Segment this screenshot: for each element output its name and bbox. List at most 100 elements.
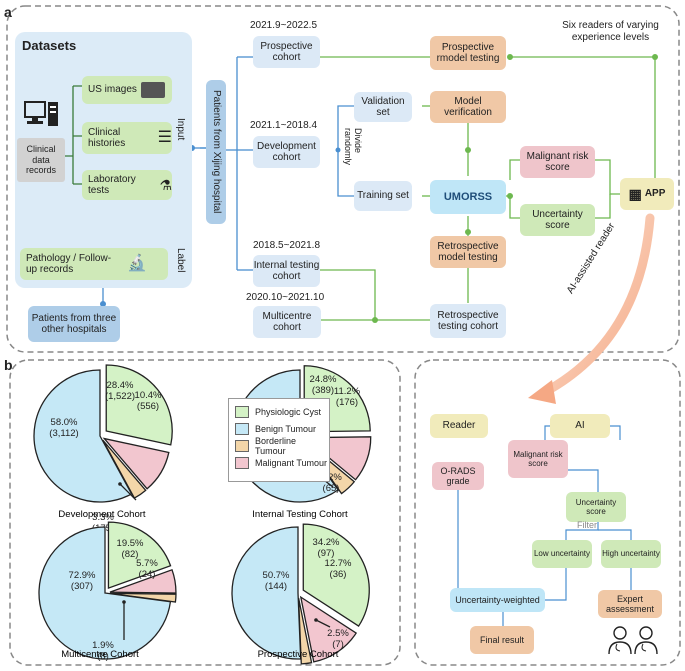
legend-label-malignant: Malignant Tumour — [255, 457, 328, 468]
pathology-box: Pathology / Follow-up records 🔬 — [20, 248, 168, 280]
legend: Physiologic Cyst Benign Tumour Borderlin… — [228, 398, 330, 482]
low-uncertainty-box: Low uncertainty — [532, 540, 592, 568]
pie-title: Multicentre Cohort — [61, 649, 139, 660]
pie-data-label: 1.9% — [92, 640, 114, 651]
datasets-title: Datasets — [22, 38, 77, 53]
pie-slice-benign — [33, 369, 133, 503]
pie-data-label: (97) — [318, 548, 335, 559]
pie-slice-physiologic — [302, 523, 370, 627]
borderline-pointer-head — [314, 618, 318, 622]
clinical-histories-label: Clinical histories — [88, 126, 126, 150]
label-label: Label — [175, 248, 186, 273]
pie-data-label: 5.7% — [136, 558, 158, 569]
us-images-box: US images — [82, 76, 172, 104]
pie-data-label: 58.0% — [51, 417, 78, 428]
test-tube-icon: ⚗ — [159, 176, 172, 193]
clinical-data-records: Clinical data records — [17, 138, 65, 182]
pie-data-label: (144) — [265, 581, 287, 592]
pie-data-label: (8) — [97, 651, 109, 662]
pie-data-label: (176) — [336, 397, 358, 408]
doctor-clipboard-icon: ☰ — [157, 128, 172, 146]
legend-item-borderline: Borderline Tumour — [229, 435, 329, 456]
retrospective-testing-box: Retrospective model testing — [430, 236, 506, 268]
borderline-pointer — [119, 483, 137, 501]
pie-slice-malignant — [299, 595, 358, 663]
pie-title: Prospective Cohort — [258, 649, 339, 660]
us-images-label: US images — [88, 84, 137, 96]
prospective-testing-box: Prospective rmodel testing — [430, 36, 506, 70]
pie-data-label: (307) — [71, 581, 93, 592]
multicentre-date: 2020.10~2021.10 — [246, 292, 325, 303]
input-label: Input — [175, 118, 186, 141]
development-date: 2021.1~2018.4 — [250, 120, 318, 131]
records-bracket — [65, 85, 83, 185]
pie-data-label: (1,522) — [105, 391, 135, 402]
microscope-icon: 🔬 — [127, 254, 147, 272]
high-uncertainty-box: High uncertainty — [601, 540, 661, 568]
pie-data-label: (24) — [139, 569, 156, 580]
pie-slice-physiologic — [105, 364, 173, 446]
pie-slice-benign — [231, 526, 302, 660]
panel-a-letter: a — [4, 4, 12, 20]
retrospective-cohort-box: Retrospective testing cohort — [430, 304, 506, 338]
pie-data-label: 19.5% — [117, 538, 144, 549]
doctors-icon — [608, 626, 658, 655]
pie-data-label: 28.4% — [107, 380, 134, 391]
pie-data-label: 10.4% — [135, 390, 162, 401]
pie-data-label: 2.5% — [327, 628, 349, 639]
pie-data-label: (36) — [330, 569, 347, 580]
three-hospitals-box: Patients from three other hospitals — [28, 306, 120, 342]
prospective-cohort-box: Prospective cohort — [253, 36, 320, 68]
panel-b-letter: b — [4, 357, 13, 373]
legend-item-malignant: Malignant Tumour — [229, 454, 329, 471]
pathology-label: Pathology / Follow-up records — [26, 252, 112, 276]
borderline-pointer-head — [118, 482, 122, 486]
internal-cohort-box: Internal testing cohort — [253, 255, 320, 287]
borderline-pointer-head — [122, 600, 126, 604]
pie-slice-benign — [38, 526, 172, 660]
ultrasound-image-icon — [140, 82, 165, 98]
pie-data-label: (7) — [332, 639, 344, 650]
pie-title: Development Cohort — [58, 509, 145, 520]
umorss-box: UMORSS — [430, 180, 506, 214]
legend-label-physiologic: Physiologic Cyst — [255, 406, 322, 417]
legend-swatch-malignant — [235, 456, 249, 469]
calculator-icon: ▦ — [628, 185, 642, 202]
pie-slice-malignant — [102, 437, 170, 490]
legend-item-benign: Benign Tumour — [229, 420, 329, 437]
pie-data-label: 12.7% — [325, 558, 352, 569]
legend-label-borderline: Borderline Tumour — [255, 435, 297, 456]
pie-data-label: (389) — [312, 385, 334, 396]
app-box: ▦ APP — [620, 178, 674, 210]
pie-data-label: (65) — [323, 483, 340, 494]
pie-slice-borderline — [297, 597, 313, 665]
validation-set-box: Validation set — [354, 92, 412, 122]
orads-box: O-RADS grade — [432, 462, 484, 490]
pie-title: Internal Testing Cohort — [252, 509, 348, 520]
laboratory-tests-label: Laboratory tests — [88, 173, 136, 197]
xijing-label: Patients from Xijing hospital — [210, 90, 222, 214]
reader-uncertainty-box: Uncertainty score — [566, 492, 626, 522]
reader-malignant-risk-box: Malignant risk score — [508, 440, 568, 478]
xijing-box: Patients from Xijing hospital — [206, 80, 226, 224]
legend-label-benign: Benign Tumour — [255, 423, 317, 434]
pie-data-label: (556) — [137, 401, 159, 412]
model-verification-box: Model verification — [430, 91, 506, 123]
final-result-box: Final result — [470, 626, 534, 654]
legend-swatch-borderline — [235, 439, 249, 452]
borderline-pointer — [315, 619, 331, 628]
divide-randomly-label: Divide randomly — [343, 128, 363, 166]
legend-swatch-benign — [235, 422, 249, 435]
ai-box: AI — [550, 414, 610, 438]
multicentre-cohort-box: Multicentre cohort — [253, 306, 321, 338]
development-cohort-box: Development cohort — [253, 136, 320, 168]
internal-date: 2018.5~2021.8 — [253, 240, 321, 251]
training-set-box: Training set — [354, 181, 412, 211]
pie-data-label: 72.9% — [69, 570, 96, 581]
pie-slice-physiologic — [107, 521, 172, 590]
app-label: APP — [644, 188, 666, 200]
uncertainty-weighted-box: Uncertainty-weighted — [450, 588, 545, 612]
pie-data-label: 11.2% — [334, 386, 361, 397]
